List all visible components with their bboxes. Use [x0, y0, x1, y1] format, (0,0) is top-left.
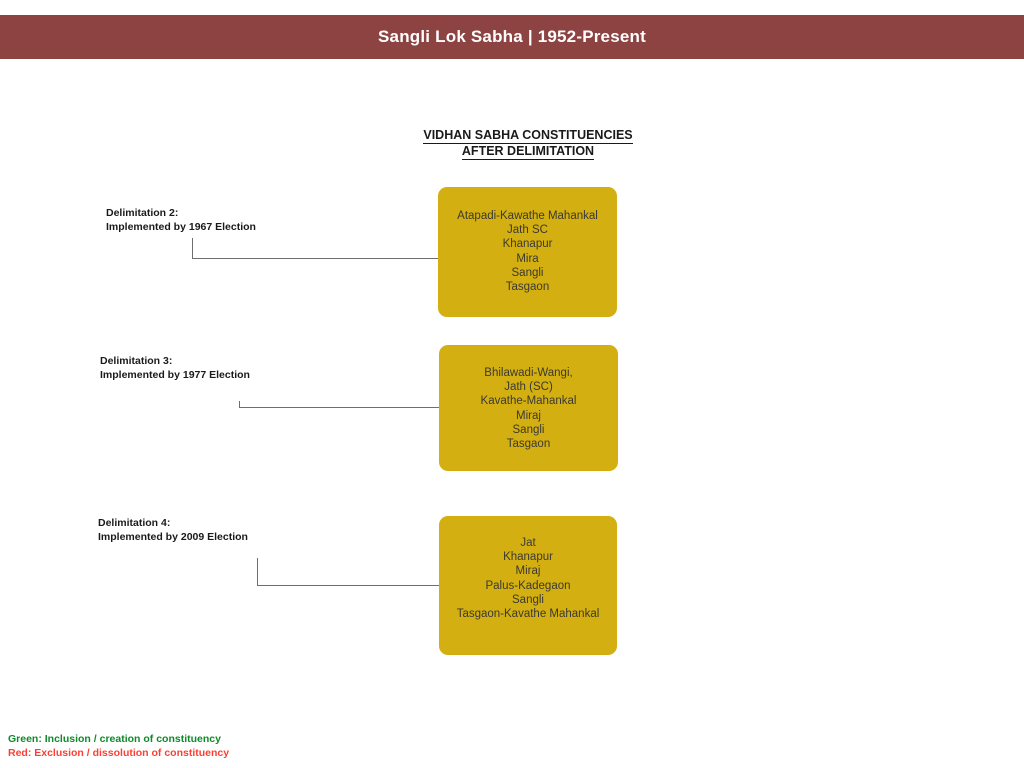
- section-heading-line-1: VIDHAN SABHA CONSTITUENCIES: [423, 128, 633, 144]
- connector-horizontal-2: [192, 258, 439, 259]
- section-heading: VIDHAN SABHA CONSTITUENCIES AFTER DELIMI…: [378, 128, 678, 160]
- delimitation-label-4: Delimitation 4: Implemented by 2009 Elec…: [98, 516, 248, 544]
- delimitation-label-3-line-1: Delimitation 3:: [100, 355, 173, 367]
- delimitation-label-3: Delimitation 3: Implemented by 1977 Elec…: [100, 354, 250, 382]
- constituency-item: Khanapur: [503, 551, 553, 564]
- connector-horizontal-4: [257, 585, 439, 586]
- constituency-item: Miraj: [516, 409, 541, 422]
- constituency-item: Atapadi-Kawathe Mahankal: [457, 210, 598, 222]
- legend-inclusion: Green: Inclusion / creation of constitue…: [8, 733, 221, 745]
- constituency-item: Palus-Kadegaon: [485, 579, 571, 592]
- connector-vertical-2: [192, 238, 193, 258]
- constituency-box-2: Atapadi-Kawathe Mahankal Jath SC Khanapu…: [438, 187, 617, 317]
- constituency-item: Mira: [516, 252, 539, 265]
- legend-exclusion: Red: Exclusion / dissolution of constitu…: [8, 746, 230, 759]
- constituency-list-4: Jat Khanapur Miraj Palus-Kadegaon Sangli…: [439, 536, 617, 621]
- constituency-item: Tasgaon-Kavathe Mahankal: [456, 608, 600, 621]
- delimitation-label-2-line-2: Implemented by 1967 Election: [106, 221, 256, 233]
- connector-horizontal-3: [239, 407, 439, 408]
- constituency-list-2: Atapadi-Kawathe Mahankal Jath SC Khanapu…: [438, 209, 617, 294]
- constituency-item: Bhilawadi-Wangi,: [484, 367, 573, 379]
- constituency-item: Kavathe-Mahankal: [480, 395, 577, 408]
- delimitation-label-4-line-2: Implemented by 2009 Election: [98, 531, 248, 543]
- constituency-item: Tasgaon: [506, 438, 551, 451]
- constituency-item: Jat: [520, 537, 536, 549]
- constituency-item: Jath (SC): [504, 381, 553, 394]
- constituency-item: Tasgaon: [505, 281, 550, 294]
- section-heading-line-2: AFTER DELIMITATION: [461, 144, 595, 160]
- delimitation-label-2: Delimitation 2: Implemented by 1967 Elec…: [106, 206, 256, 234]
- constituency-item: Sangli: [511, 266, 544, 279]
- header-band: Sangli Lok Sabha | 1952-Present: [0, 15, 1024, 59]
- constituency-item: Khanapur: [502, 238, 553, 251]
- connector-vertical-3: [239, 401, 240, 407]
- legend: Green: Inclusion / creation of constitue…: [8, 733, 229, 760]
- constituency-item: Sangli: [512, 423, 545, 436]
- constituency-item: Miraj: [515, 565, 541, 578]
- constituency-box-4: Jat Khanapur Miraj Palus-Kadegaon Sangli…: [439, 516, 617, 655]
- constituency-item: Sangli: [512, 593, 544, 606]
- delimitation-label-2-line-1: Delimitation 2:: [106, 207, 179, 219]
- constituency-box-3: Bhilawadi-Wangi, Jath (SC) Kavathe-Mahan…: [439, 345, 618, 471]
- delimitation-label-4-line-1: Delimitation 4:: [98, 517, 171, 529]
- constituency-item: Jath SC: [507, 224, 548, 237]
- connector-vertical-4: [257, 558, 258, 585]
- constituency-list-3: Bhilawadi-Wangi, Jath (SC) Kavathe-Mahan…: [439, 366, 618, 451]
- page-title: Sangli Lok Sabha | 1952-Present: [378, 27, 646, 46]
- delimitation-label-3-line-2: Implemented by 1977 Election: [100, 369, 250, 381]
